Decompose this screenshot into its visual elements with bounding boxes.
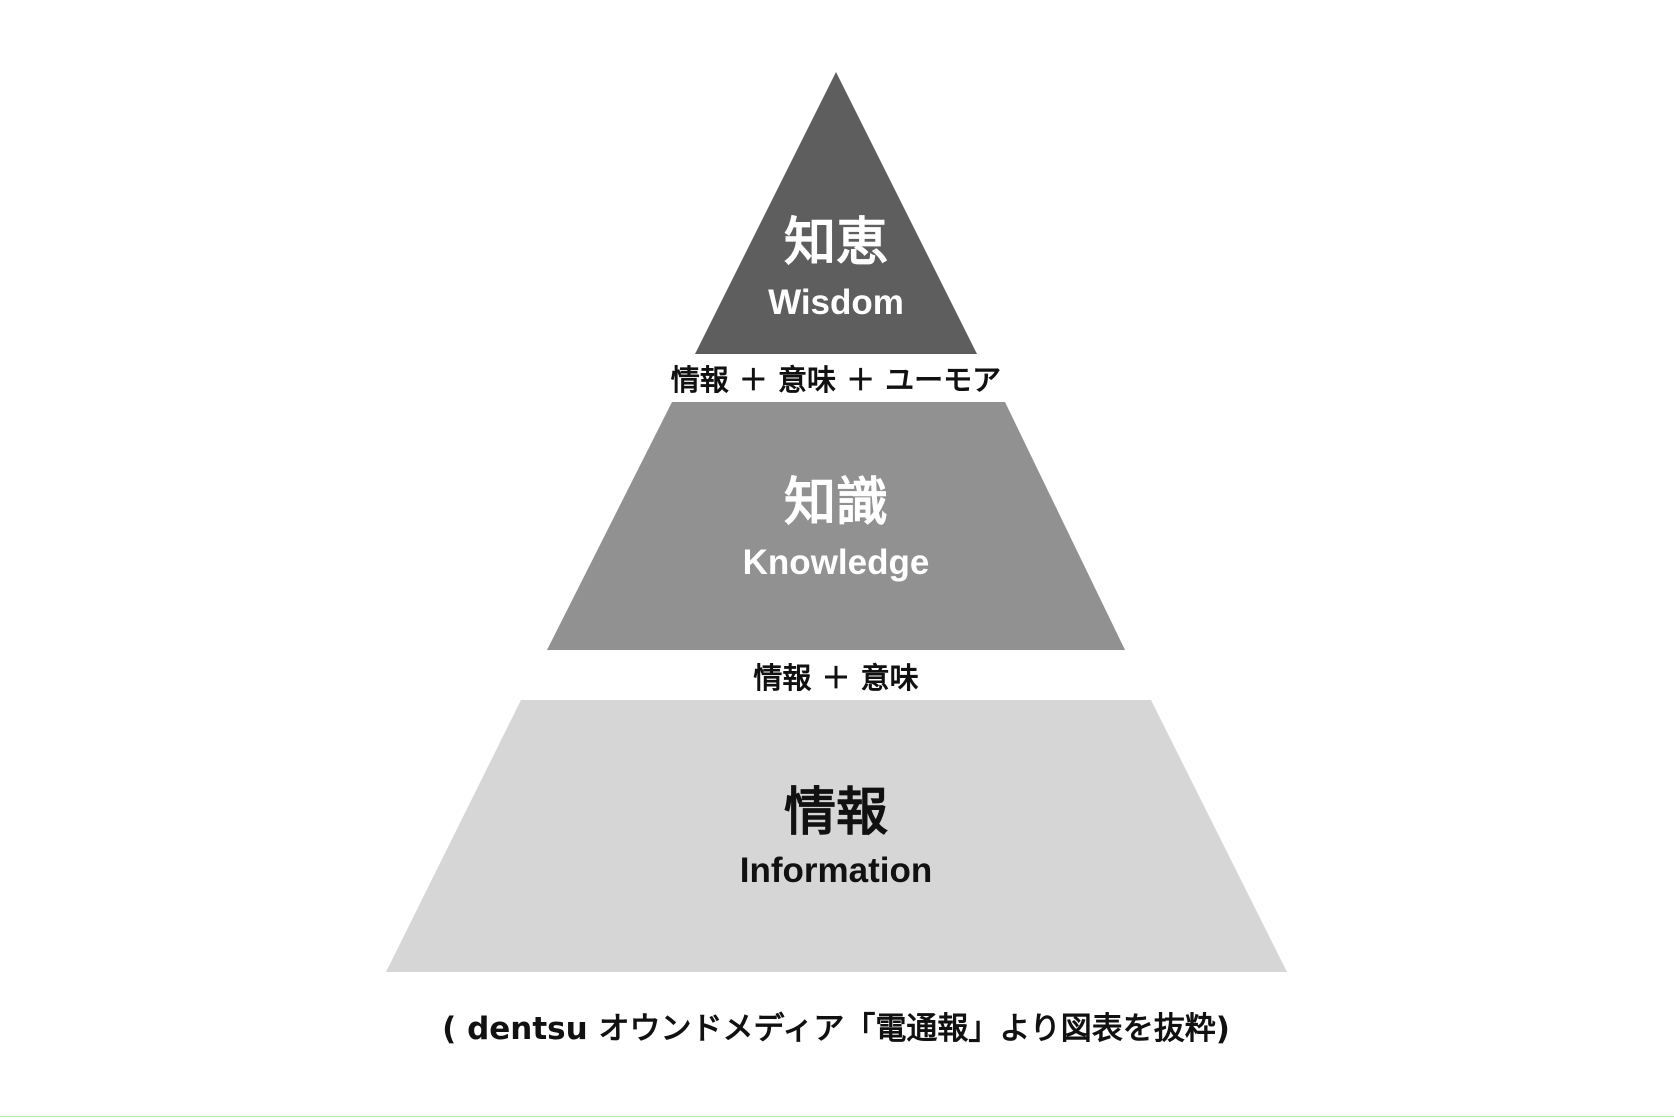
tier-knowledge-shape	[547, 402, 1125, 650]
tier-wisdom: 知恵 Wisdom	[695, 72, 977, 354]
tier-information: 情報 Information	[386, 700, 1287, 972]
tier-knowledge: 知識 Knowledge	[547, 402, 1125, 650]
tier-knowledge-subtitle: Knowledge	[743, 543, 930, 582]
bottom-divider	[0, 1116, 1674, 1117]
formula-lower: 情報 ＋ 意味	[753, 661, 918, 695]
source-caption: ( dentsu オウンドメディア「電通報」より図表を抜粋)	[442, 1011, 1230, 1047]
tier-wisdom-subtitle: Wisdom	[768, 283, 904, 322]
tier-information-subtitle: Information	[740, 851, 932, 890]
tier-information-shape	[386, 700, 1287, 972]
tier-information-title: 情報	[784, 783, 888, 843]
tier-wisdom-title: 知恵	[784, 213, 888, 273]
tier-knowledge-title: 知識	[784, 473, 888, 533]
formula-upper: 情報 ＋ 意味 ＋ ユーモア	[671, 363, 1001, 397]
tier-wisdom-shape	[695, 72, 977, 354]
